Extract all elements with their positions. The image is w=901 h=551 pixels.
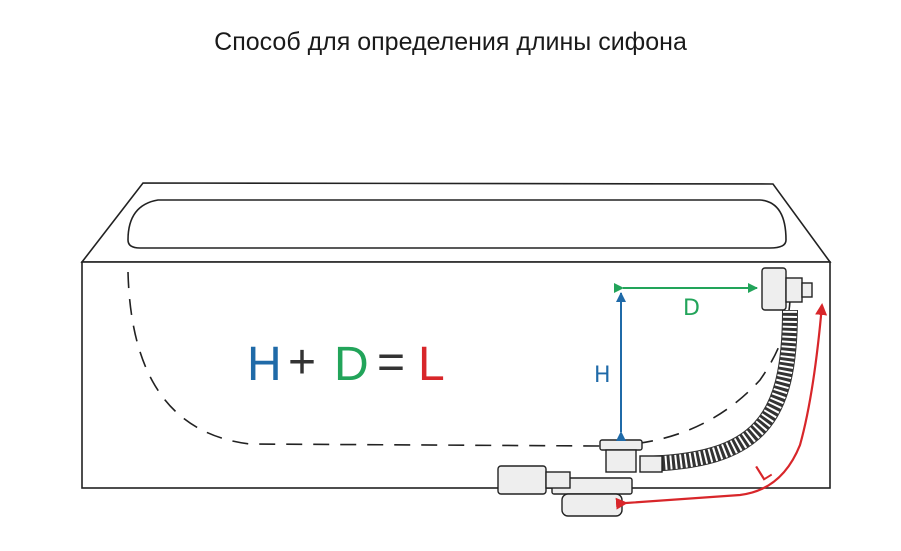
formula-d: D (334, 338, 369, 391)
diagram-title: Способ для определения длины сифона (214, 28, 687, 56)
bathtub (80, 182, 832, 489)
formula: H + D = L (247, 336, 445, 391)
formula-plus: + (288, 336, 316, 389)
h-dimension-label: H (594, 363, 611, 388)
bathtub-top-rim (80, 182, 832, 263)
bathtub-inner-rim (127, 199, 787, 249)
formula-h: H (247, 338, 282, 391)
d-dimension-label: D (683, 296, 700, 321)
formula-l: L (418, 338, 445, 391)
formula-equals: = (377, 336, 405, 389)
l-length-arrow (615, 303, 828, 510)
